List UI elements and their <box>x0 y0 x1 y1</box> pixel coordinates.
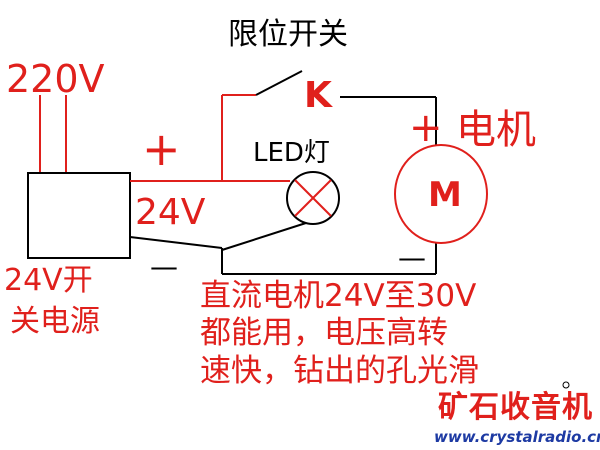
switch-blade <box>255 70 303 96</box>
note-line-1: 直流电机24V至30V <box>200 278 477 314</box>
limit-switch-label: 限位开关 <box>228 17 348 52</box>
led-cross-2 <box>294 179 332 217</box>
watermark-url: www.crystalradio.cn <box>434 428 600 446</box>
note-line-2: 都能用，电压高转 <box>200 315 448 351</box>
note-line-3: 速快，钻出的孔光滑 <box>200 353 479 389</box>
output-voltage-label: 24V <box>135 192 206 233</box>
led-label: LED灯 <box>253 138 330 168</box>
motor-plus-label: + <box>409 105 443 151</box>
motor-m-label: M <box>428 175 462 215</box>
motor-label: 电机 <box>456 107 536 153</box>
psu-label-line2: 关电源 <box>10 304 100 339</box>
negative-wire-supply <box>129 236 223 249</box>
motor-body <box>394 144 488 244</box>
decor-dot <box>562 381 570 389</box>
psu-label-line1: 24V开 <box>4 263 93 298</box>
motor-minus-label: — <box>398 241 426 274</box>
power-minus-label: — <box>150 250 178 283</box>
power-plus-label: + <box>142 122 181 176</box>
switch-k-label: K <box>304 75 332 116</box>
watermark-title: 矿石收音机 <box>438 390 593 425</box>
power-supply-box <box>27 172 131 259</box>
led-negative-lead <box>221 222 307 251</box>
mains-voltage-label: 220V <box>6 57 105 101</box>
